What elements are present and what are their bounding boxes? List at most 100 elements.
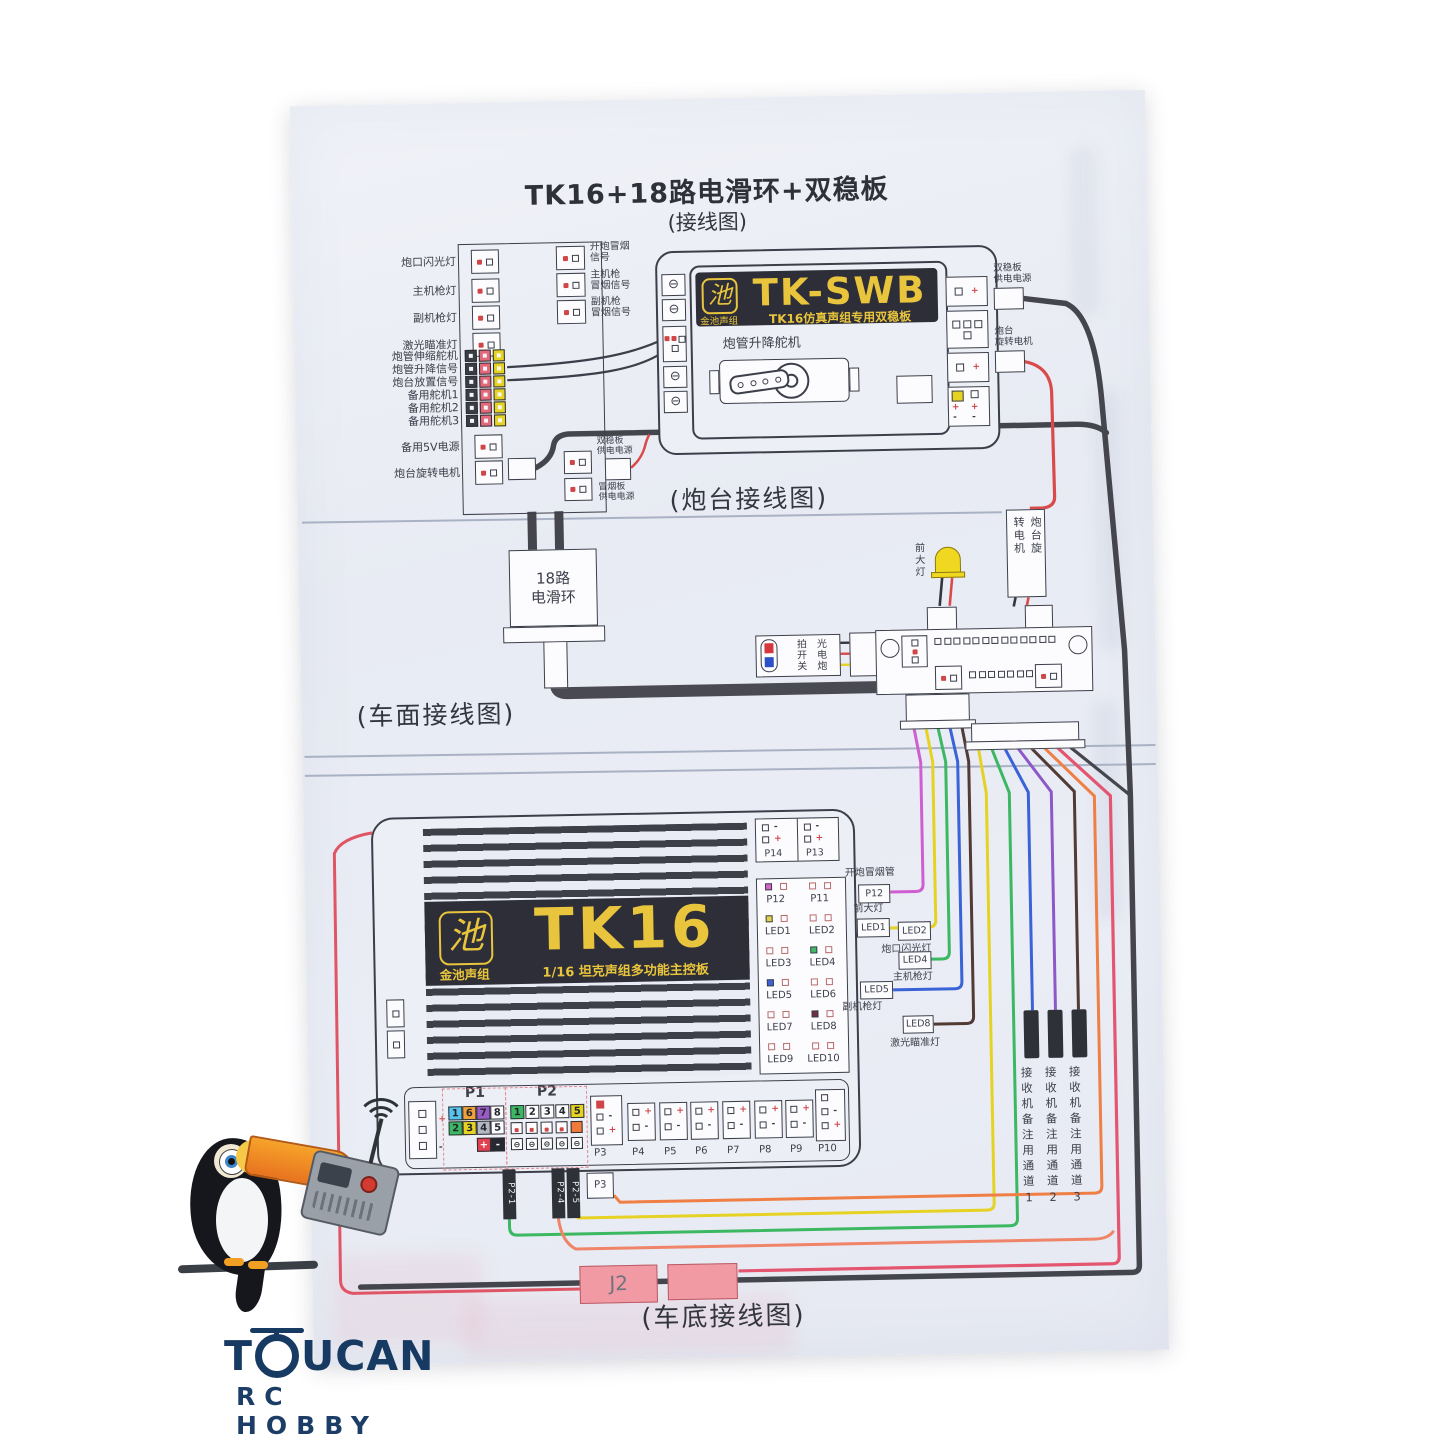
connector-muzzle-flash [470, 249, 500, 274]
receiver-plug-3 [1071, 1009, 1088, 1058]
toucan-foot [248, 1261, 268, 1269]
grid-cell-led9: LED9 [761, 1040, 805, 1071]
receiver-plug-2 [1047, 1009, 1064, 1058]
grid-cell-led6: LED6 [804, 975, 848, 1006]
turret-rotate-motor-plug [994, 350, 1026, 373]
brand-name: 金池声组 [439, 966, 490, 983]
tag-p2-5: P2-5 [566, 1167, 581, 1219]
ext-led8: LED8 [902, 1015, 934, 1034]
label-rx-channel-3: 接收机备注用通道3 [1067, 1065, 1085, 1208]
deck-cable-connector-left [905, 693, 970, 722]
p3-plug: P3 [586, 1172, 615, 1199]
board-name: TK16 [533, 892, 717, 964]
slip-ring-stem [543, 642, 569, 689]
ext-led5: LED5 [859, 980, 894, 1000]
ext-p12: P12 [858, 883, 891, 904]
deck-cable-flange-left [899, 719, 977, 730]
p7-label: P7 [727, 1144, 740, 1157]
label-main-mg-ext: 主机枪灯 [892, 971, 933, 983]
p2-block-outline [504, 1085, 589, 1170]
port-p6: + - [690, 1101, 719, 1140]
p4-label: P4 [632, 1146, 645, 1158]
p9-label: P9 [789, 1143, 803, 1155]
toucan-pupil [228, 1158, 235, 1165]
port-p10: - + [814, 1088, 846, 1142]
wifi-signal-icon [364, 1106, 398, 1140]
grid-cell-led3: LED3 [759, 944, 803, 975]
label-fire-smoke-signal: 开炮冒烟 信号 [589, 240, 630, 264]
label-smoke-board-power: 冒烟板 供电电源 [598, 481, 635, 503]
port-p5: + - [659, 1101, 688, 1141]
brand-name: 金池声组 [700, 315, 739, 328]
p10-label: P10 [817, 1143, 837, 1155]
turret-power-plug [507, 457, 537, 481]
p2-cell: 5 [570, 1103, 585, 1119]
label-barrel-lift-servo: 炮管升降舵机 [722, 335, 801, 353]
connector-aux-a [563, 450, 593, 475]
port-p3: - + [590, 1095, 623, 1146]
p1-cell: 6 [462, 1105, 477, 1121]
grid-cell-led7: LED7 [760, 1008, 804, 1039]
slip-ring: 18路 电滑环 [508, 548, 599, 628]
wifi-signal-icon [371, 1113, 391, 1133]
photo-cannon-switch: 光电炮 拍开关 [755, 633, 842, 678]
p2-cell: 3 [540, 1104, 555, 1119]
switch-label-col1: 光电炮 [814, 638, 826, 672]
deck-base-board [875, 626, 1094, 696]
caption-deck-diagram: (车面接线图) [356, 699, 516, 732]
label-rx-channel-1: 接收机备注用通道1 [1019, 1066, 1037, 1209]
label-swb-power-below: 双稳板 供电电源 [596, 435, 633, 457]
toucan-foot [224, 1258, 244, 1266]
p2-cell: 2 [525, 1104, 540, 1119]
p1-cell: 7 [476, 1105, 491, 1120]
grid-cell-led1: LED1 [759, 912, 803, 943]
label-main-mg-smoke-signal: 主机枪 冒烟信号 [590, 269, 631, 292]
servo-plug [896, 375, 933, 404]
label-fire-smoke-tube: 开炮冒烟管 [844, 866, 895, 879]
connector-spare-5v [474, 434, 503, 459]
grid-cell-p11: P11 [802, 879, 846, 910]
tk16-left-connector [386, 999, 405, 1028]
p5-label: P5 [664, 1146, 677, 1158]
grid-cell-led4: LED4 [803, 943, 847, 974]
ext-led4: LED4 [898, 951, 932, 970]
p8-label: P8 [759, 1144, 772, 1156]
grid-cell-led5: LED5 [760, 976, 804, 1007]
p1-cell: 4 [476, 1120, 491, 1135]
swb-aux-pins [946, 309, 989, 349]
grid-cell-led8: LED8 [804, 1007, 848, 1038]
watermark-sub-text: RC HOBBY [236, 1382, 379, 1440]
label-laser-ext: 激光瞄准灯 [889, 1037, 941, 1049]
jinchi-logo-icon: 池 [701, 277, 739, 315]
port-p8: + - [754, 1100, 783, 1139]
port-p7: + - [722, 1100, 751, 1140]
tag-p2-4: P2-4 [551, 1168, 566, 1219]
grid-cell-led10: LED10 [805, 1039, 849, 1070]
p1-cell: 8 [490, 1105, 505, 1120]
switch-plug [849, 632, 879, 677]
rc-transmitter-icon [299, 1148, 401, 1238]
signal-input-pins [662, 325, 687, 363]
tk16-left-connector [386, 1030, 406, 1059]
ext-led1: LED1 [856, 917, 891, 938]
connector-main-mg-smoke [556, 272, 586, 298]
receiver-plug-1 [1023, 1010, 1040, 1059]
swb-power-pins: + [945, 275, 988, 307]
helicopter-o-icon [249, 1328, 304, 1378]
connector-turret-rotate [474, 460, 504, 485]
switch-label-col2: 拍开关 [794, 638, 806, 672]
tag-p2-1: P2-1 [502, 1169, 517, 1220]
jinchi-logo-icon: 池 [438, 910, 494, 966]
caption-turret-diagram: (炮台接线图) [669, 483, 829, 516]
p6-label: P6 [695, 1145, 708, 1157]
p2-cell: 4 [555, 1104, 570, 1119]
connector-fire-smoke [555, 245, 586, 271]
caption-hull-diagram: (车底接线图) [641, 1300, 806, 1334]
screw-terminal: ⊖ [661, 273, 686, 297]
deck-motor-connector [1024, 604, 1054, 630]
headlight-connector [926, 606, 958, 632]
tk16-label-band: 池 金池声组 TK16 1/16 坦克声组多功能主控板 [424, 892, 750, 986]
swb-motor-pins: + [946, 351, 990, 383]
